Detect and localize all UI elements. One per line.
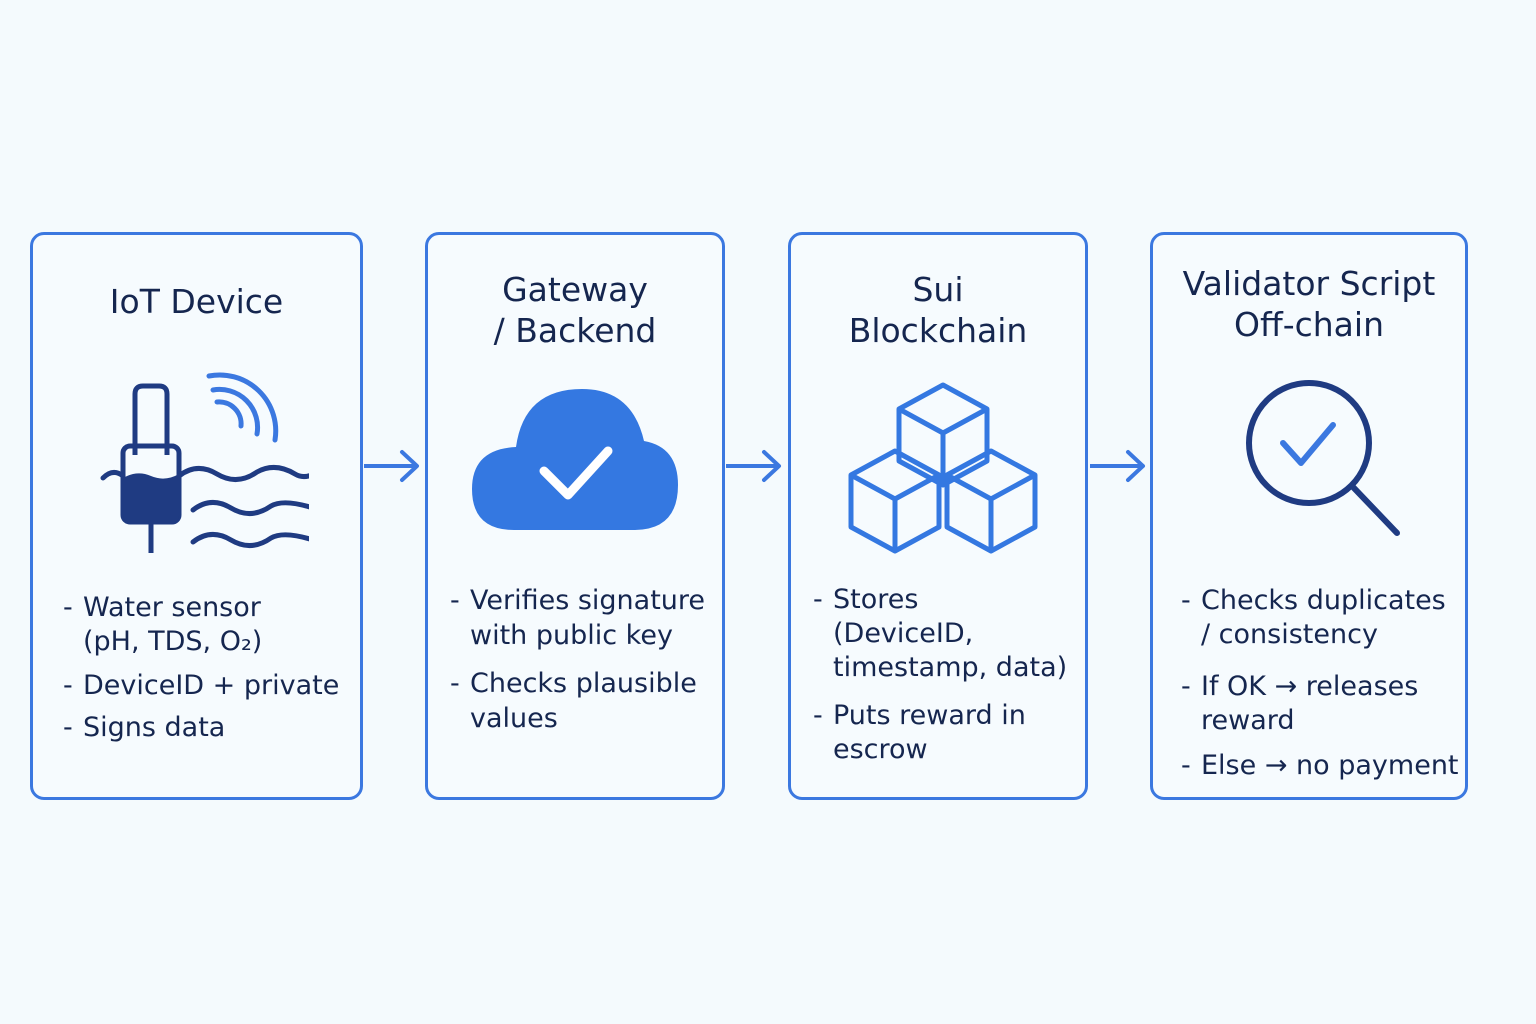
bullet-item: Checks plausible values (450, 666, 705, 736)
bullet-item: Else → no payment (1181, 749, 1459, 783)
magnifier-check-icon (1246, 380, 1400, 536)
card-title: IoT Device (109, 282, 284, 321)
bullet-item: Stores (DeviceID, timestamp, data) (813, 583, 1067, 685)
bullet-list: Stores (DeviceID, timestamp, data) Puts … (813, 583, 1067, 767)
bullet-item: Checks duplicates / consistency (1181, 584, 1459, 652)
bullet-item: Water sensor (pH, TDS, O₂) (63, 591, 339, 659)
card-blockchain: Sui Blockchain Stores (DeviceID, timesta… (788, 232, 1088, 800)
bullet-item: Signs data (63, 711, 339, 745)
card-title: Sui Blockchain (848, 270, 1028, 350)
card-gateway: Gateway / Backend Verifies signature wit… (425, 232, 725, 800)
bullet-item: If OK → releases reward (1181, 670, 1459, 738)
bullet-list: Water sensor (pH, TDS, O₂) DeviceID + pr… (63, 591, 339, 745)
bullet-list: Checks duplicates / consistency If OK → … (1181, 584, 1459, 783)
blocks-icon (848, 382, 1038, 554)
arrow-right-icon (364, 450, 419, 482)
bullet-list: Verifies signature with public key Check… (450, 583, 705, 736)
water-sensor-icon (100, 372, 309, 553)
bullet-item: DeviceID + private (63, 669, 339, 703)
card-iot-device: IoT Device Water sensor (pH, TDS, O₂) De… (30, 232, 363, 800)
card-title: Gateway / Backend (493, 270, 657, 350)
arrow-right-icon (1090, 450, 1145, 482)
cloud-check-icon (472, 389, 678, 530)
bullet-item: Verifies signature with public key (450, 583, 705, 653)
bullet-item: Puts reward in escrow (813, 699, 1067, 767)
arrow-right-icon (726, 450, 781, 482)
card-validator: Validator Script Off-chain Checks duplic… (1150, 232, 1468, 800)
card-title: Validator Script Off-chain (1182, 264, 1436, 344)
